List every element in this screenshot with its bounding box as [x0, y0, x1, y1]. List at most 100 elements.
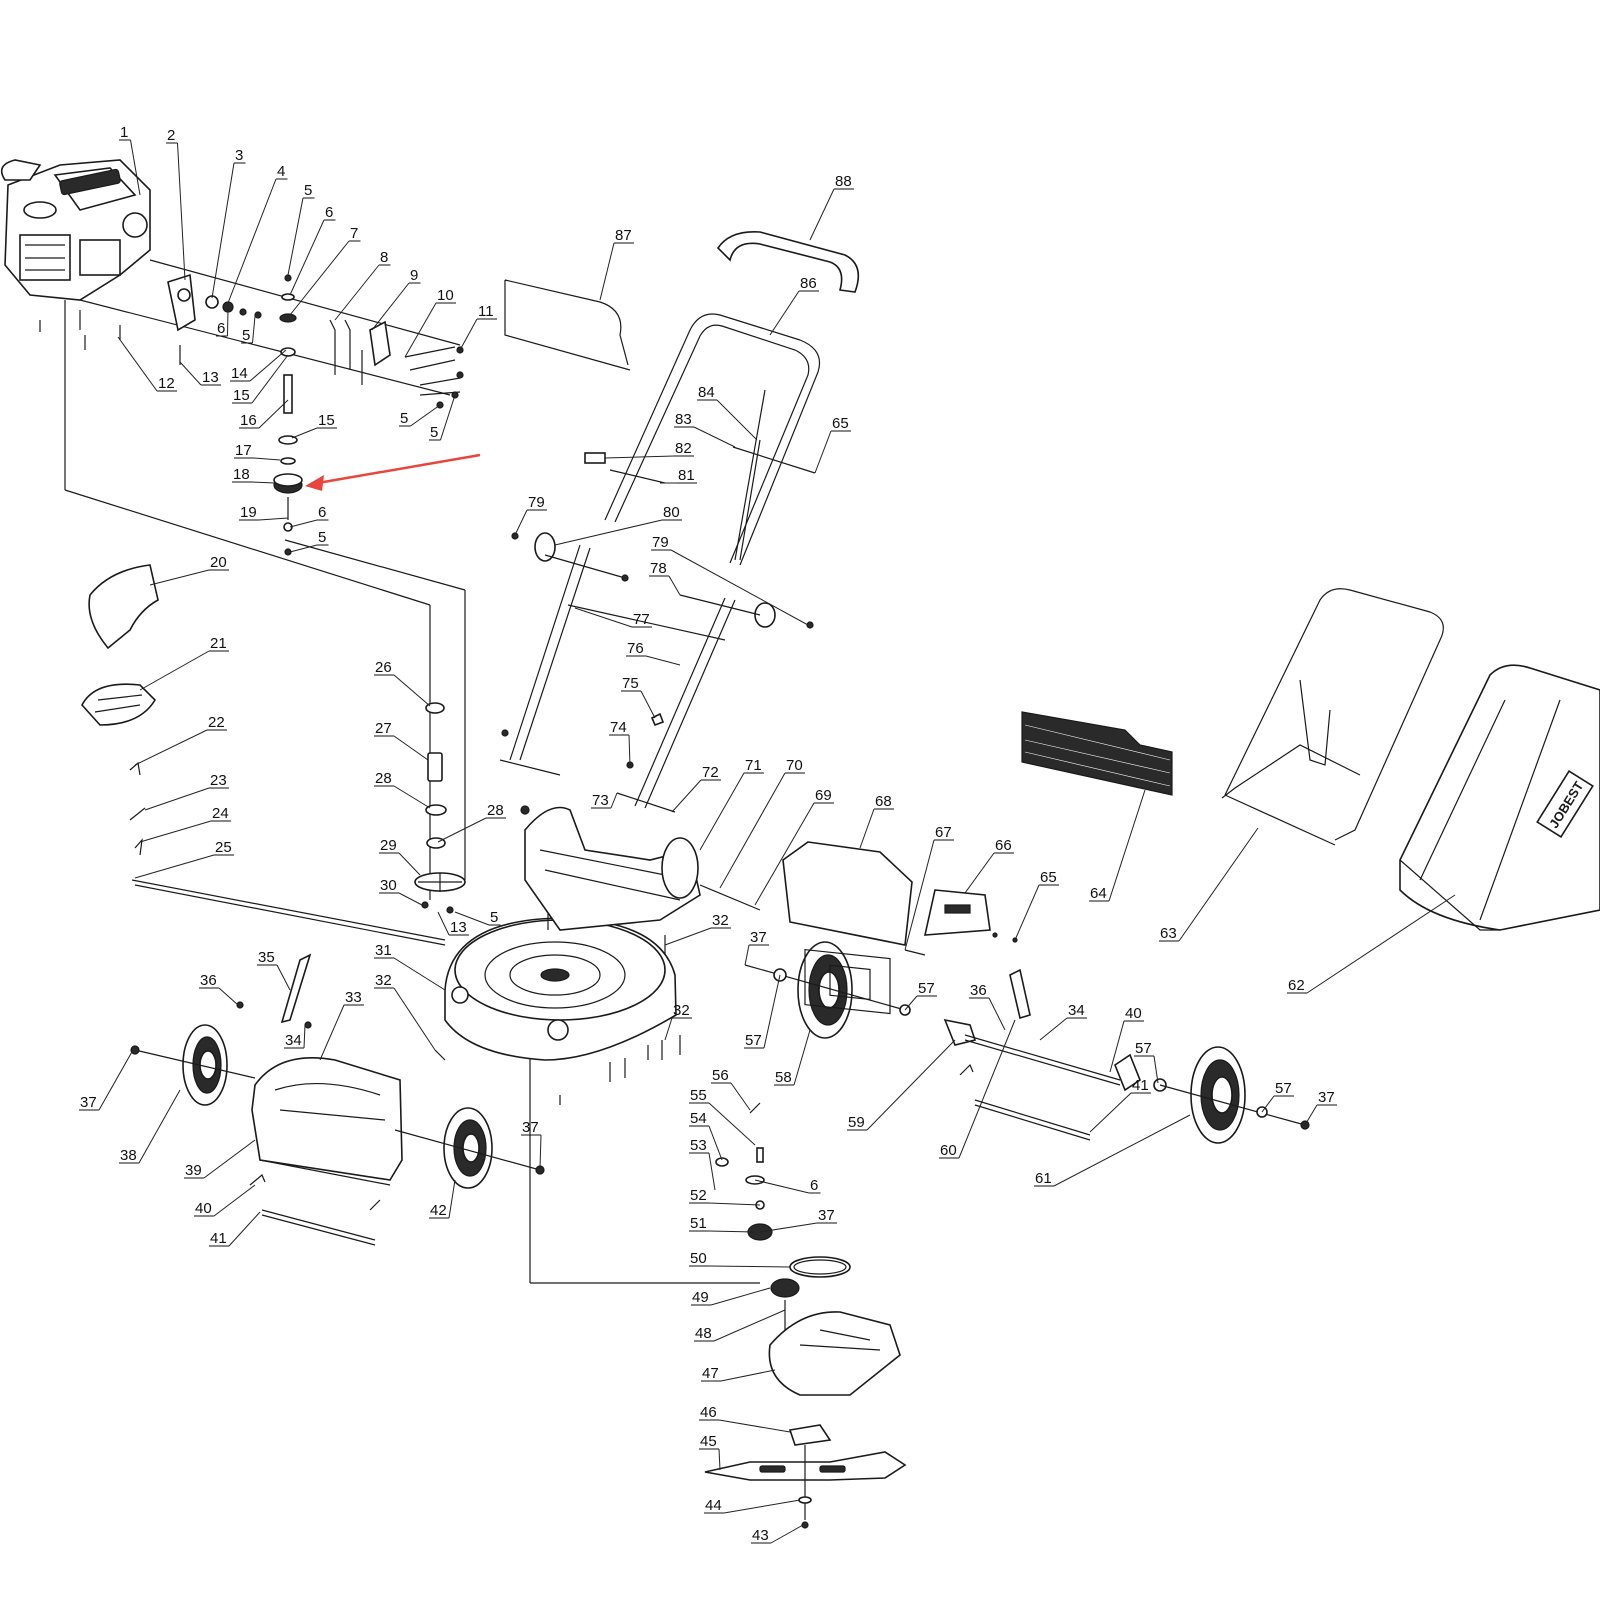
leader-line-48 [713, 1309, 786, 1342]
part-label-57a: 57 [745, 1032, 762, 1049]
part-label-83: 83 [675, 411, 692, 428]
part-label-32a: 32 [375, 972, 392, 989]
leader-line-24 [139, 820, 212, 843]
leader-line-57d [1261, 1095, 1275, 1113]
leader-line-83 [693, 426, 736, 448]
parts-artwork: JOBEST [0, 159, 1600, 1529]
leader-line-57a [763, 974, 781, 1049]
leader-line-73 [610, 792, 618, 809]
leader-line-16 [258, 399, 289, 429]
part-label-34b: 34 [1068, 1002, 1085, 1019]
leader-line-36b [988, 997, 1006, 1031]
leader-line-37c [744, 944, 750, 966]
part-label-79b: 79 [652, 534, 669, 551]
part-label-22: 22 [208, 714, 225, 731]
leader-line-60 [958, 1019, 1016, 1159]
leader-line-27 [393, 735, 429, 761]
part-label-28b: 28 [487, 802, 504, 819]
part-label-16: 16 [240, 412, 257, 429]
leader-line-10 [404, 302, 437, 358]
leader-line-6d [754, 1179, 810, 1194]
leader-line-58 [793, 1029, 811, 1086]
leader-line-29 [398, 852, 421, 876]
part-label-57d: 57 [1275, 1080, 1292, 1097]
part-label-6b: 6 [217, 320, 225, 337]
leader-line-5e [289, 544, 318, 553]
part-label-36a: 36 [200, 972, 217, 989]
part-label-31: 31 [375, 942, 392, 959]
part-label-88: 88 [835, 173, 852, 190]
part-label-30: 30 [380, 877, 397, 894]
part-label-5e: 5 [318, 529, 326, 546]
leader-line-74 [628, 734, 631, 766]
leader-line-5c [410, 404, 441, 427]
leader-line-80 [554, 519, 663, 546]
part-label-33: 33 [345, 989, 362, 1006]
part-label-64: 64 [1090, 885, 1107, 902]
part-label-9: 9 [410, 267, 418, 284]
leader-line-5b [252, 315, 256, 344]
part-label-42: 42 [430, 1202, 447, 1219]
leader-line-35 [276, 964, 291, 991]
leader-line-63 [1178, 827, 1259, 942]
part-label-43: 43 [752, 1527, 769, 1544]
part-label-8: 8 [380, 249, 388, 266]
leader-line-23 [144, 787, 210, 811]
part-label-60: 60 [940, 1142, 957, 1159]
leader-line-2 [177, 142, 186, 281]
part-label-65a: 65 [1040, 869, 1057, 886]
leader-line-4 [227, 178, 277, 304]
leader-line-5a [287, 197, 304, 276]
part-label-50: 50 [690, 1250, 707, 1267]
part-label-34a: 34 [285, 1032, 302, 1049]
leader-line-65b [814, 430, 832, 474]
leader-line-6b [227, 307, 229, 337]
part-label-80: 80 [663, 504, 680, 521]
part-label-5c: 5 [400, 410, 408, 427]
leader-line-82 [604, 455, 675, 459]
part-label-46: 46 [700, 1404, 717, 1421]
part-label-6d: 6 [810, 1177, 818, 1194]
leader-line-72 [671, 779, 702, 813]
leader-line-25 [134, 854, 215, 879]
leader-line-84 [716, 399, 758, 441]
leader-line-18 [251, 481, 276, 484]
part-label-36b: 36 [970, 982, 987, 999]
leader-line-55 [708, 1102, 756, 1146]
leader-line-78 [668, 575, 681, 596]
leader-line-40a [213, 1184, 256, 1217]
part-label-86: 86 [800, 275, 817, 292]
leader-line-64 [1108, 789, 1146, 902]
leader-line-37d [759, 1222, 818, 1233]
leader-lines [79, 139, 1456, 1544]
part-label-58: 58 [775, 1069, 792, 1086]
leader-line-37a [98, 1049, 134, 1111]
part-label-61: 61 [1035, 1170, 1052, 1187]
part-label-37b: 37 [522, 1119, 539, 1136]
leader-line-6a [289, 219, 325, 296]
part-label-15b: 15 [318, 412, 335, 429]
part-label-17: 17 [235, 442, 252, 459]
leader-line-32b [664, 927, 712, 946]
part-label-76: 76 [627, 640, 644, 657]
part-label-32c: 32 [673, 1002, 690, 1019]
part-label-10: 10 [437, 287, 454, 304]
leader-line-42 [448, 1179, 456, 1219]
part-label-40a: 40 [195, 1200, 212, 1217]
leader-line-26 [393, 674, 431, 707]
leader-line-3 [211, 162, 235, 299]
highlight-arrow [311, 453, 481, 486]
part-label-1: 1 [120, 124, 128, 141]
part-label-23: 23 [210, 772, 227, 789]
leader-line-34b [1039, 1017, 1068, 1041]
leader-line-51 [708, 1230, 756, 1233]
highlight-arrow-head [305, 475, 324, 491]
part-label-21: 21 [210, 635, 227, 652]
part-label-13a: 13 [202, 369, 219, 386]
part-label-28a: 28 [375, 770, 392, 787]
part-label-69: 69 [815, 787, 832, 804]
part-label-37a: 37 [80, 1094, 97, 1111]
leader-line-11 [459, 318, 478, 351]
leader-line-7 [289, 240, 350, 316]
